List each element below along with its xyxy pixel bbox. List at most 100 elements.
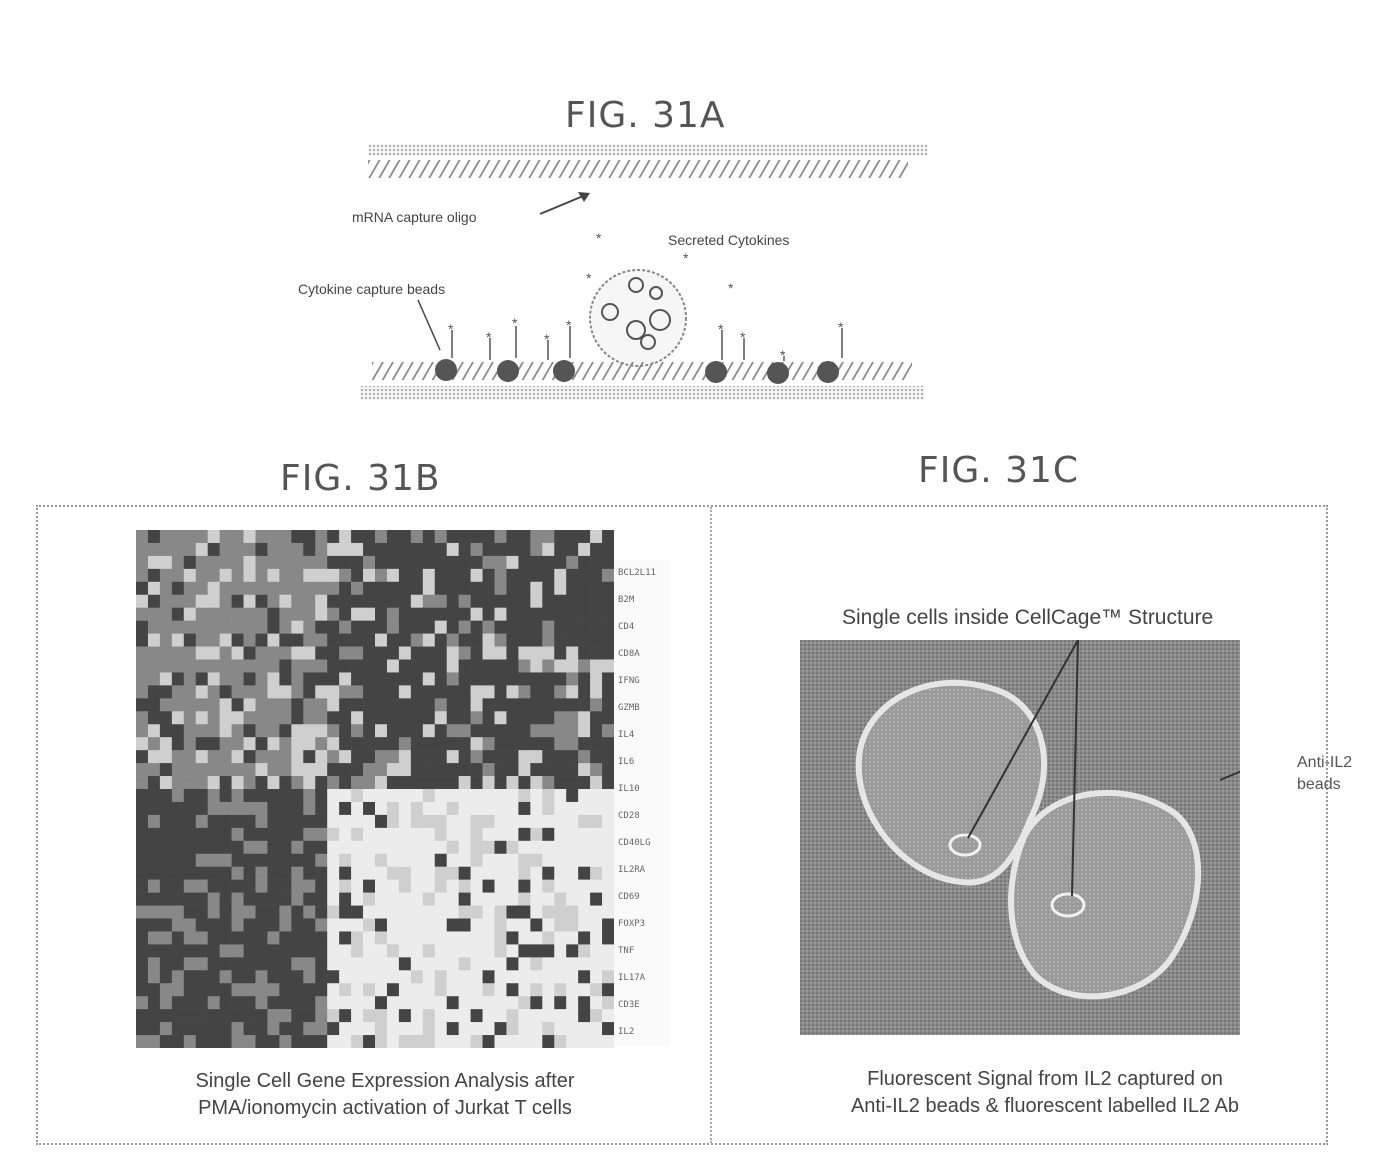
heatmap-cell [422,581,436,596]
heatmap-cell [446,1022,459,1036]
heatmap-cell [590,970,603,984]
heatmap-cell [159,594,173,608]
heatmap-cell [386,711,400,725]
heatmap-cell [446,620,459,634]
heatmap-cell [446,685,459,699]
heatmap-cell [136,905,149,919]
heatmap-cell [410,1009,424,1023]
heatmap-cell [434,931,447,945]
heatmap-cell [351,983,364,997]
heatmap-cell [566,996,579,1010]
heatmap-cell [219,646,232,660]
heatmap-cell [231,866,244,880]
heatmap-cell [303,814,316,829]
heatmap-cell [446,542,459,557]
fig-31b-caption-line1: Single Cell Gene Expression Analysis aft… [195,1070,575,1092]
heatmap-cell [231,957,244,971]
heatmap-cell [279,840,292,855]
heatmap-cell [327,918,340,932]
heatmap-cell [363,879,376,893]
heatmap-cell [207,763,220,777]
heatmap-cell [542,750,555,764]
heatmap-cell [434,737,447,751]
fig-31c-caption-line2: Anti-IL2 beads & fluorescent labelled IL… [850,1095,1240,1117]
heatmap-cell [410,530,424,544]
heatmap-cell [255,1035,268,1048]
heatmap-cell [554,944,567,958]
heatmap-cell [231,530,244,544]
gene-label: IL17A [618,973,646,983]
heatmap-cell [219,970,232,984]
heatmap-cell [554,698,567,712]
heatmap-cell [518,866,531,880]
heatmap-cell [291,568,304,583]
heatmap-cell [566,750,579,764]
heatmap-cell [279,1022,292,1036]
heatmap-cell [291,789,304,803]
heatmap-cell [136,801,149,816]
heatmap-cell [530,840,543,855]
heatmap-cell [136,853,149,867]
gene-label: FOXP3 [618,919,646,929]
heatmap-cell [267,776,280,790]
heatmap-cell [183,542,197,557]
heatmap-cell [602,620,614,634]
heatmap-cell [482,620,495,634]
heatmap-cell [554,737,567,751]
heatmap-cell [386,1022,400,1036]
heatmap-cell [602,530,614,544]
heatmap-cell [434,827,447,842]
heatmap-cell [136,750,149,764]
heatmap-cell [542,827,555,842]
heatmap-cell [219,1009,232,1023]
heatmap-cell [339,931,352,945]
heatmap-cell [291,737,304,751]
heatmap-cell [458,892,471,906]
heatmap-cell [255,672,268,686]
heatmap-cell [171,607,185,621]
heatmap-cell [506,763,519,777]
heatmap-cell [434,542,447,557]
heatmap-cell [446,737,459,751]
heatmap-cell [207,814,220,829]
heatmap-cell [470,568,483,583]
heatmap-cell [482,763,495,777]
heatmap-cell [363,840,376,855]
heatmap-cell [518,1022,531,1036]
heatmap-cell [578,698,591,712]
heatmap-cell [542,983,555,997]
heatmap-cell [542,685,555,699]
gene-label: IL10 [618,784,640,794]
heatmap-cell [255,879,268,893]
heatmap-cell [458,542,471,557]
heatmap-cell [602,944,614,958]
heatmap-cell [231,581,244,596]
heatmap-cell [207,633,220,647]
heatmap-cell [159,1009,173,1023]
heatmap-cell [494,1035,507,1048]
heatmap-cell [315,698,328,712]
heatmap-cell [339,789,352,803]
heatmap-cell [494,750,507,764]
heatmap-cell [410,685,424,699]
heatmap-cell [422,542,436,557]
heatmap-cell [578,879,591,893]
heatmap-cell [183,620,197,634]
heatmap-cell [351,646,364,660]
heatmap-cell [434,659,447,673]
heatmap-cell [590,789,603,803]
heatmap-cell [375,840,388,855]
heatmap-cell [339,905,352,919]
heatmap-cell [315,724,328,738]
heatmap-cell [422,801,436,816]
heatmap-cell [410,1022,424,1036]
svg-text:*: * [544,331,550,347]
heatmap-cell [147,905,161,919]
heatmap-cell [339,620,352,634]
heatmap-cell [386,581,400,596]
heatmap-cell [434,957,447,971]
heatmap-cell [147,957,161,971]
heatmap-cell [195,892,208,906]
heatmap-cell [554,763,567,777]
heatmap-cell [506,853,519,867]
